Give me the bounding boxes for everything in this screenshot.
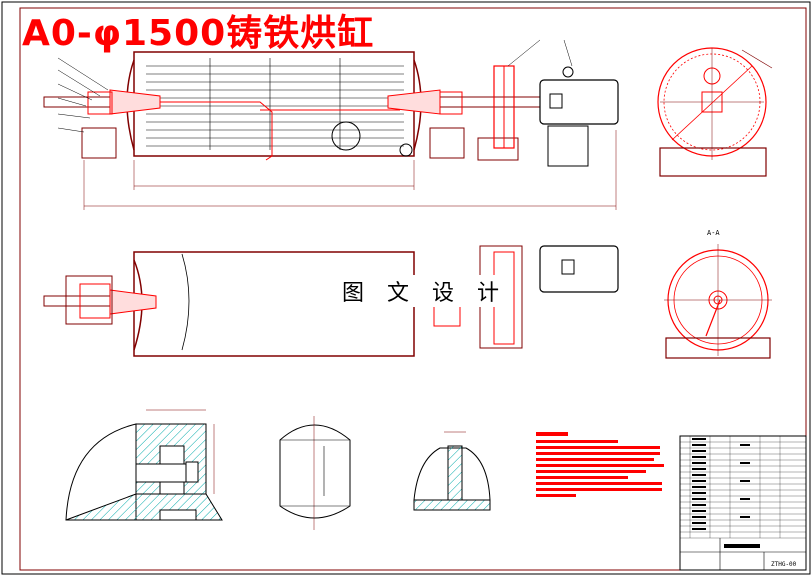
detail-bracket xyxy=(413,431,491,511)
technical-notes xyxy=(536,432,664,497)
title-block xyxy=(679,435,807,571)
drawing-frame xyxy=(19,7,807,571)
side-view-top xyxy=(657,47,773,177)
plan-view xyxy=(43,245,619,357)
detail-end-cap xyxy=(279,416,351,530)
section-label: A-A xyxy=(707,229,720,237)
drawing-title: A0-φ1500铸铁烘缸 xyxy=(22,13,375,54)
watermark-text: 图 文 设 计 xyxy=(338,275,511,307)
section-a-a xyxy=(664,244,772,359)
drawing-number: ZTHG-00 xyxy=(771,561,797,568)
detail-bearing-housing xyxy=(65,409,223,521)
front-view xyxy=(43,39,619,210)
